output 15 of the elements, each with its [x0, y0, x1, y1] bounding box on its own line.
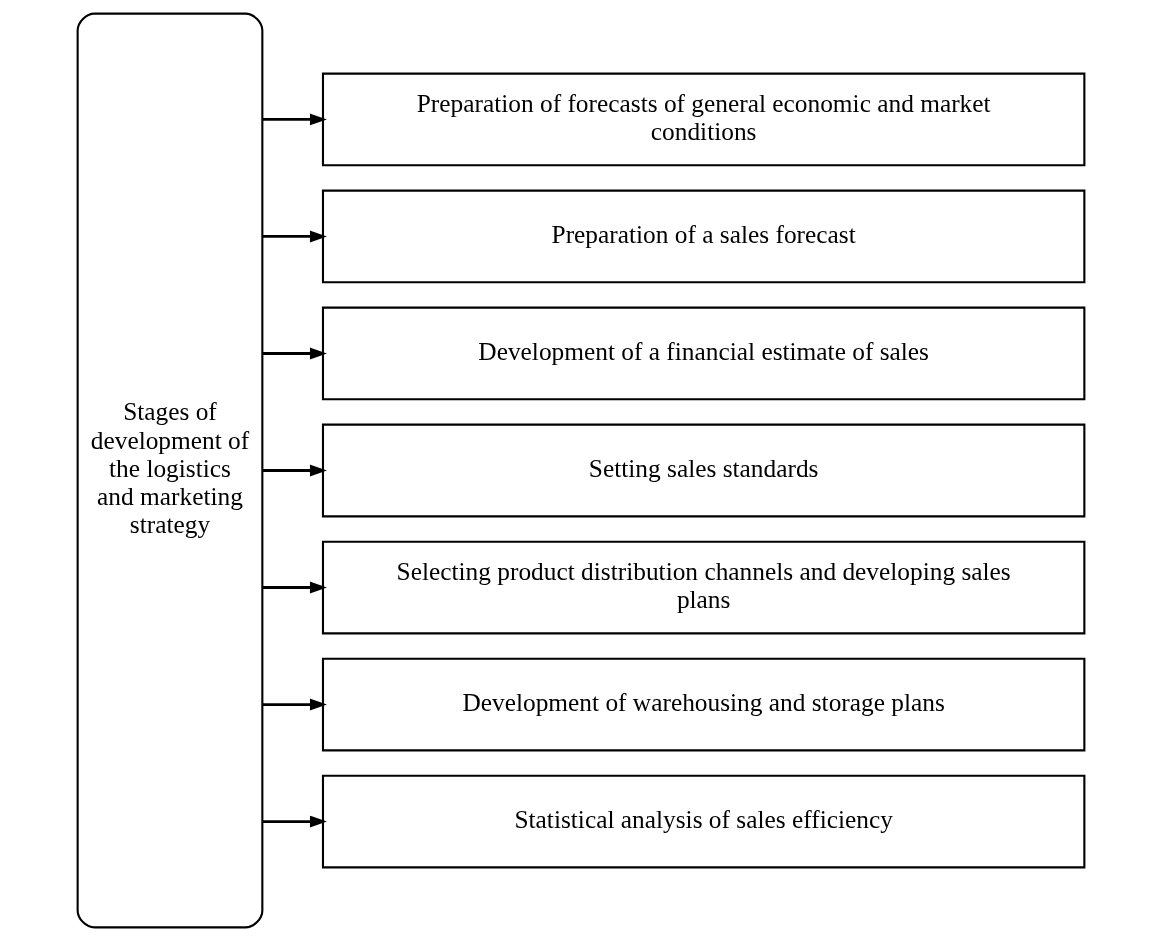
node-box: Preparation of forecasts of general economic and market conditions [321, 72, 1085, 167]
arrow [262, 815, 327, 828]
arrow [262, 464, 327, 477]
node-box: Development of warehousing and storage plans [321, 657, 1085, 752]
node-box: Selecting product distribution channels and developing sales plans [321, 540, 1085, 635]
arrow [262, 113, 327, 126]
node-box: Development of a financial estimate of sales [321, 306, 1085, 401]
node-box: Setting sales standards [321, 423, 1085, 518]
node-box: Statistical analysis of sales efficiency [321, 774, 1085, 869]
arrow [262, 347, 327, 360]
arrow [262, 698, 327, 711]
node-box: Preparation of a sales forecast [321, 189, 1085, 284]
arrow [262, 581, 327, 594]
node-box: Stages of development of the logistics and marketing strategy [76, 12, 263, 929]
arrow [262, 230, 327, 243]
